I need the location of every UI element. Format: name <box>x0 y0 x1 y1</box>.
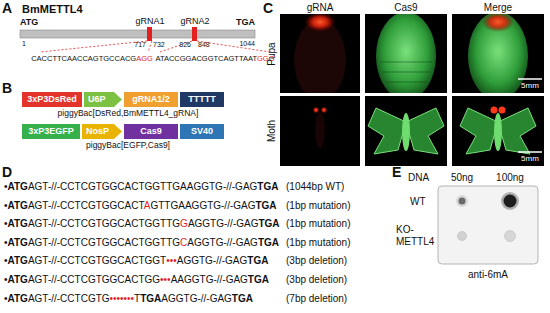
blot-dot <box>505 231 516 242</box>
allele-sequence: •ATGAGT-//-CCTCGTGGCACTGGTTGGAGGTG-//-GA… <box>4 218 280 230</box>
position-number: 848 <box>198 41 210 49</box>
marker-box: 3xP3EGFP <box>22 124 80 139</box>
amount-label: 100ng <box>496 172 524 184</box>
element-name: 3xP3DsRed <box>27 95 77 104</box>
blot-dot <box>458 232 467 241</box>
image-ground <box>280 96 360 166</box>
allele-note: (1bp mutation) <box>286 237 350 249</box>
allele-note: (1044bp WT) <box>286 181 344 193</box>
image-ground <box>365 96 447 166</box>
terminator-box: SV40 <box>180 124 224 139</box>
terminator-box: TTTTT <box>180 92 224 107</box>
position-number: 1 <box>22 40 26 48</box>
moth-figure <box>460 108 536 154</box>
grna-site <box>192 27 197 41</box>
allele-note: (7bp deletion) <box>286 293 347 305</box>
blot-dot <box>504 195 517 208</box>
position-number: 826 <box>179 41 191 49</box>
grna-site <box>147 27 152 41</box>
red-signal <box>304 14 336 32</box>
gene-name: BmMETTL4 <box>22 3 83 16</box>
moth-figure <box>368 108 444 154</box>
pupa-body <box>376 14 436 93</box>
antibody-label: anti-6mA <box>468 269 508 281</box>
allele-note: (3bp deletion) <box>286 274 347 286</box>
codon-label: TGA <box>236 17 255 27</box>
allele-sequence: •ATGAGT-//-CCTCGTGGCACTAGTTGAAGGTG-//-GA… <box>4 200 277 212</box>
stage-label: Pupa <box>266 42 278 65</box>
red-signal <box>321 107 328 114</box>
grna-label: gRNA1 <box>135 16 164 26</box>
allele-note: (3bp deletion) <box>286 255 347 267</box>
allele-sequence: •ATGAGT-//-CCTCGTGGCACTGGT•••AGGTG-//-GA… <box>4 255 268 267</box>
grna-sequence: CACCTTCAACCAGTGCCACGAGG <box>31 55 153 64</box>
grna-label: gRNA2 <box>180 16 209 26</box>
element-name: TTTTT <box>188 95 216 104</box>
arrow-shape <box>84 92 122 107</box>
dot-blot <box>438 186 538 264</box>
red-signal <box>491 107 498 114</box>
channel-header: Merge <box>484 2 512 14</box>
element-name: U6P <box>88 95 106 104</box>
arrow-shape <box>82 124 122 139</box>
pupa-images <box>280 12 544 100</box>
blot-dot <box>501 192 519 210</box>
panel-letter: C <box>263 0 273 16</box>
construct-name: piggyBac[DsRed,BmMETTL4_gRNA] <box>58 109 199 119</box>
panel-letter: D <box>2 164 12 180</box>
pupa-body <box>468 14 528 93</box>
element-name: SV40 <box>191 127 213 136</box>
image-ground <box>452 96 544 166</box>
grna-box: gRNA1/2 <box>124 92 178 107</box>
allele-sequence: •ATGAGT-//-CCTCGTGGCACTGGTTGCAGGTG-//-GA… <box>4 237 279 249</box>
panel-letter: B <box>2 80 12 96</box>
red-signal <box>313 107 320 114</box>
allele-sequence: •ATGAGT-//-CCTCGTGGCACTGGTTGAAGGTG-//-GA… <box>4 181 278 193</box>
allele-sequence: •ATGAGT-//-CCTCGTGGCACTGG•••AAGGTG-//-GA… <box>4 274 269 286</box>
marker-box: 3xP3DsRed <box>22 92 82 107</box>
promoter-arrow: NosP <box>82 124 122 139</box>
construct-name: piggyBac[EGFP,Cas9] <box>86 141 170 151</box>
allele-note: (1bp mutation) <box>286 200 350 212</box>
position-number: 732 <box>153 41 165 49</box>
position-number: 717 <box>134 41 146 49</box>
scale-bar <box>518 78 542 80</box>
allele-sequence: •ATGAGT-//-CCTCGTG•••••••TTGAAGGTG-//-GA… <box>4 293 253 305</box>
allele-note: (1bp mutation) <box>286 218 350 230</box>
scale-label: 5mm <box>521 154 539 163</box>
amount-label: 50ng <box>451 172 473 184</box>
red-signal <box>482 14 514 32</box>
blot-dot <box>459 198 466 205</box>
zoom-lines <box>40 41 270 52</box>
red-signal <box>499 107 506 114</box>
moth-images <box>280 96 544 166</box>
channel-header: gRNA <box>307 2 334 14</box>
element-name: NosP <box>86 127 109 136</box>
gene-bar <box>20 30 255 38</box>
sample-label: WT <box>410 196 426 208</box>
blot-dot <box>456 195 468 207</box>
gene-model <box>20 27 270 52</box>
stage-label: Moth <box>266 120 278 142</box>
membrane <box>438 186 538 264</box>
scale-label: 5mm <box>521 81 539 90</box>
element-name: 3xP3EGFP <box>28 127 74 136</box>
codon-label: ATG <box>20 17 38 27</box>
position-number: 1044 <box>239 40 255 48</box>
cas9-box: Cas9 <box>124 124 178 139</box>
grna-sequence: ATACCGGACGGTCAGTTAATGGG <box>155 55 274 64</box>
moth-body <box>315 112 325 148</box>
channel-header: Cas9 <box>394 2 417 14</box>
sample-label: KO-METTL4 <box>396 224 436 247</box>
element-name: Cas9 <box>140 127 162 136</box>
axis-label: DNA <box>408 172 429 184</box>
element-name: gRNA1/2 <box>132 95 170 104</box>
promoter-arrow: U6P <box>84 92 122 107</box>
panel-letter: A <box>2 0 12 16</box>
scale-bar <box>518 151 542 153</box>
panel-letter: E <box>392 164 401 180</box>
